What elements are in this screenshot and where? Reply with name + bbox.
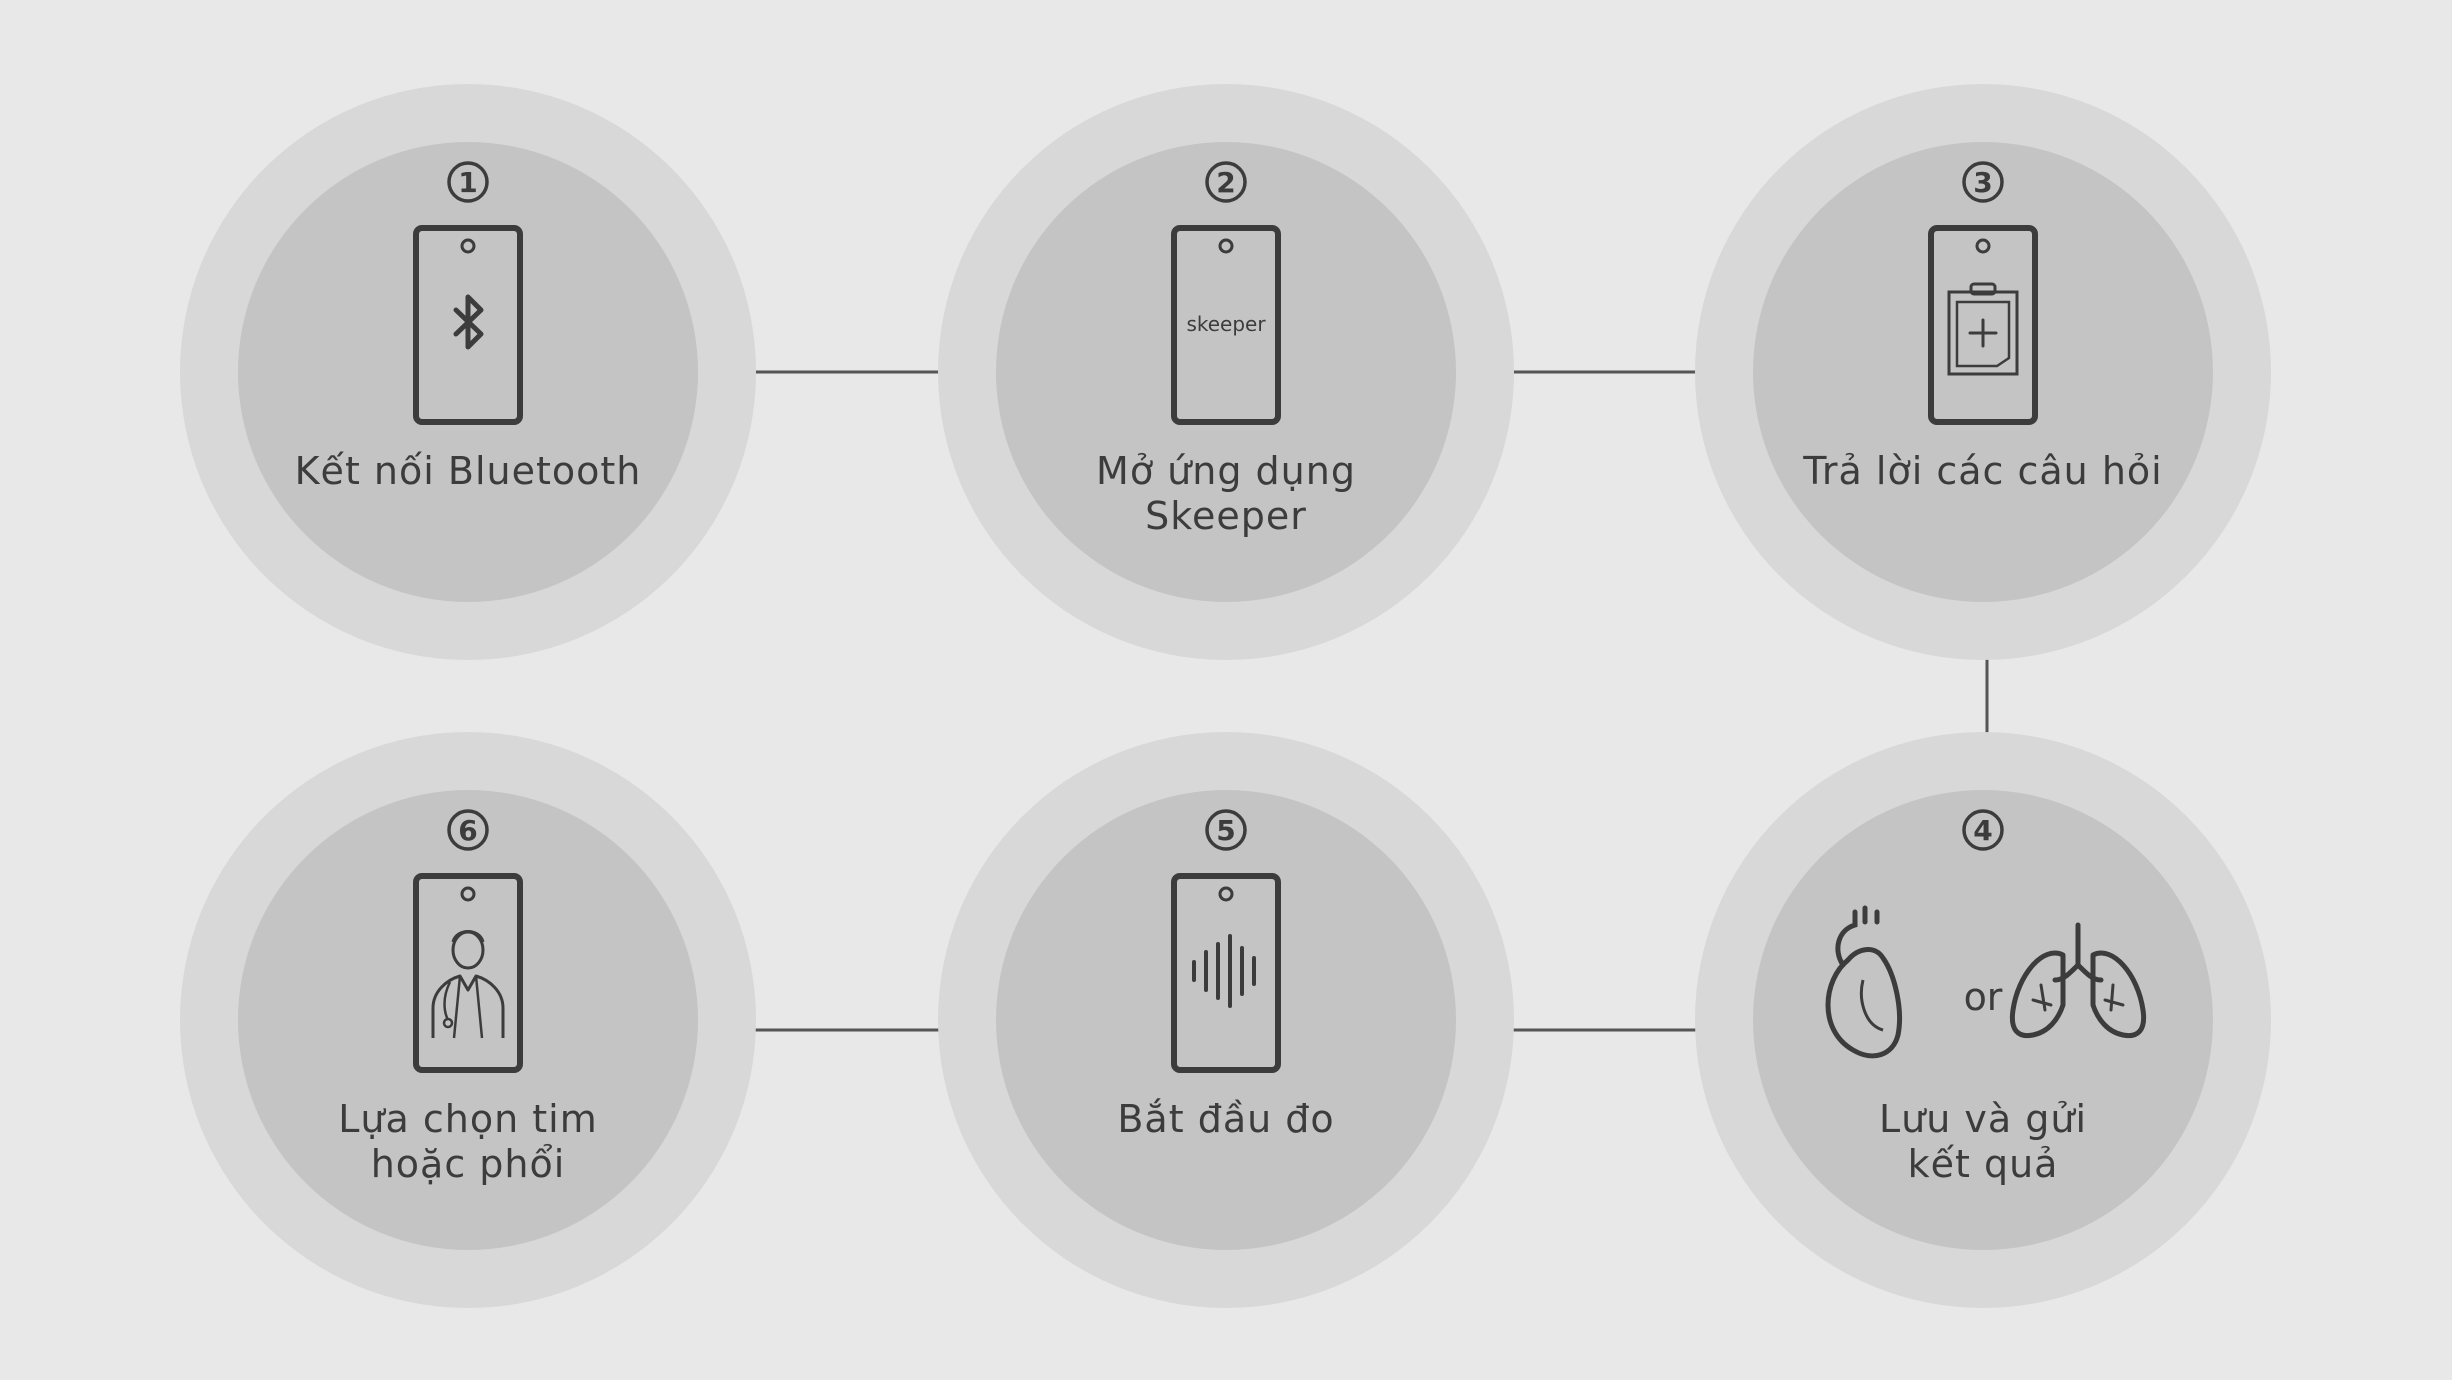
phone-doctor-icon: [413, 873, 523, 1073]
step-1: 1 Kết nối Bluetooth: [180, 84, 756, 660]
step-6-number: 6: [458, 814, 477, 847]
step-2-number: 2: [1216, 166, 1235, 199]
step-3-number-badge: 3: [1962, 161, 2004, 203]
step-6-label-line-2: hoặc phổi: [371, 1142, 566, 1186]
step-6-label-line-1: Lựa chọn tim: [338, 1097, 597, 1141]
step-4-number: 4: [1973, 814, 1992, 847]
step-4-label-line-1: Lưu và gửi: [1879, 1097, 2087, 1141]
step-3-inner-circle: [1753, 142, 2213, 602]
phone-soundwave-icon: [1171, 873, 1281, 1073]
step-5-label-line-1: Bắt đầu đo: [1117, 1097, 1334, 1141]
step-2: 2 skeeper Mở ứng dụng Skeeper: [938, 84, 1514, 660]
step-5: 5 Bắt đầu đo: [938, 732, 1514, 1308]
step-2-label-line-1: Mở ứng dụng: [1096, 449, 1356, 493]
step-6-number-badge: 6: [447, 809, 489, 851]
step-1-number-badge: 1: [447, 161, 489, 203]
step-2-label-line-2: Skeeper: [1145, 494, 1307, 538]
step-4-number-badge: 4: [1962, 809, 2004, 851]
step-1-label-line-1: Kết nối Bluetooth: [295, 449, 642, 493]
heart-icon: [1825, 905, 1903, 1059]
phone-clipboard-icon: [1928, 225, 2038, 425]
step-2-number-badge: 2: [1205, 161, 1247, 203]
step-4-inner-circle: [1753, 790, 2213, 1250]
step-1-number: 1: [458, 166, 477, 199]
step-4-label-line-2: kết quả: [1908, 1142, 2059, 1186]
phone-skeeper-app-icon: skeeper: [1171, 225, 1281, 425]
step-2-inner-circle: [996, 142, 1456, 602]
step-1-inner-circle: [238, 142, 698, 602]
or-text: or: [1964, 975, 2003, 1019]
step-3-label-line-1: Trả lời các câu hỏi: [1802, 449, 2162, 493]
step-4: 4 or Lưu và gửi kết quả: [1695, 732, 2271, 1308]
skeeper-logo-text: skeeper: [1186, 312, 1266, 336]
step-6: 6 Lựa chọn tim hoặc phổi: [180, 732, 756, 1308]
phone-bluetooth-icon: [413, 225, 523, 425]
step-5-number-badge: 5: [1205, 809, 1247, 851]
step-6-inner-circle: [238, 790, 698, 1250]
step-5-number: 5: [1216, 814, 1235, 847]
step-3-number: 3: [1973, 166, 1992, 199]
lungs-icon: [2009, 922, 2147, 1039]
step-5-inner-circle: [996, 790, 1456, 1250]
step-3: 3 Trả lời các câu hỏi: [1695, 84, 2271, 660]
